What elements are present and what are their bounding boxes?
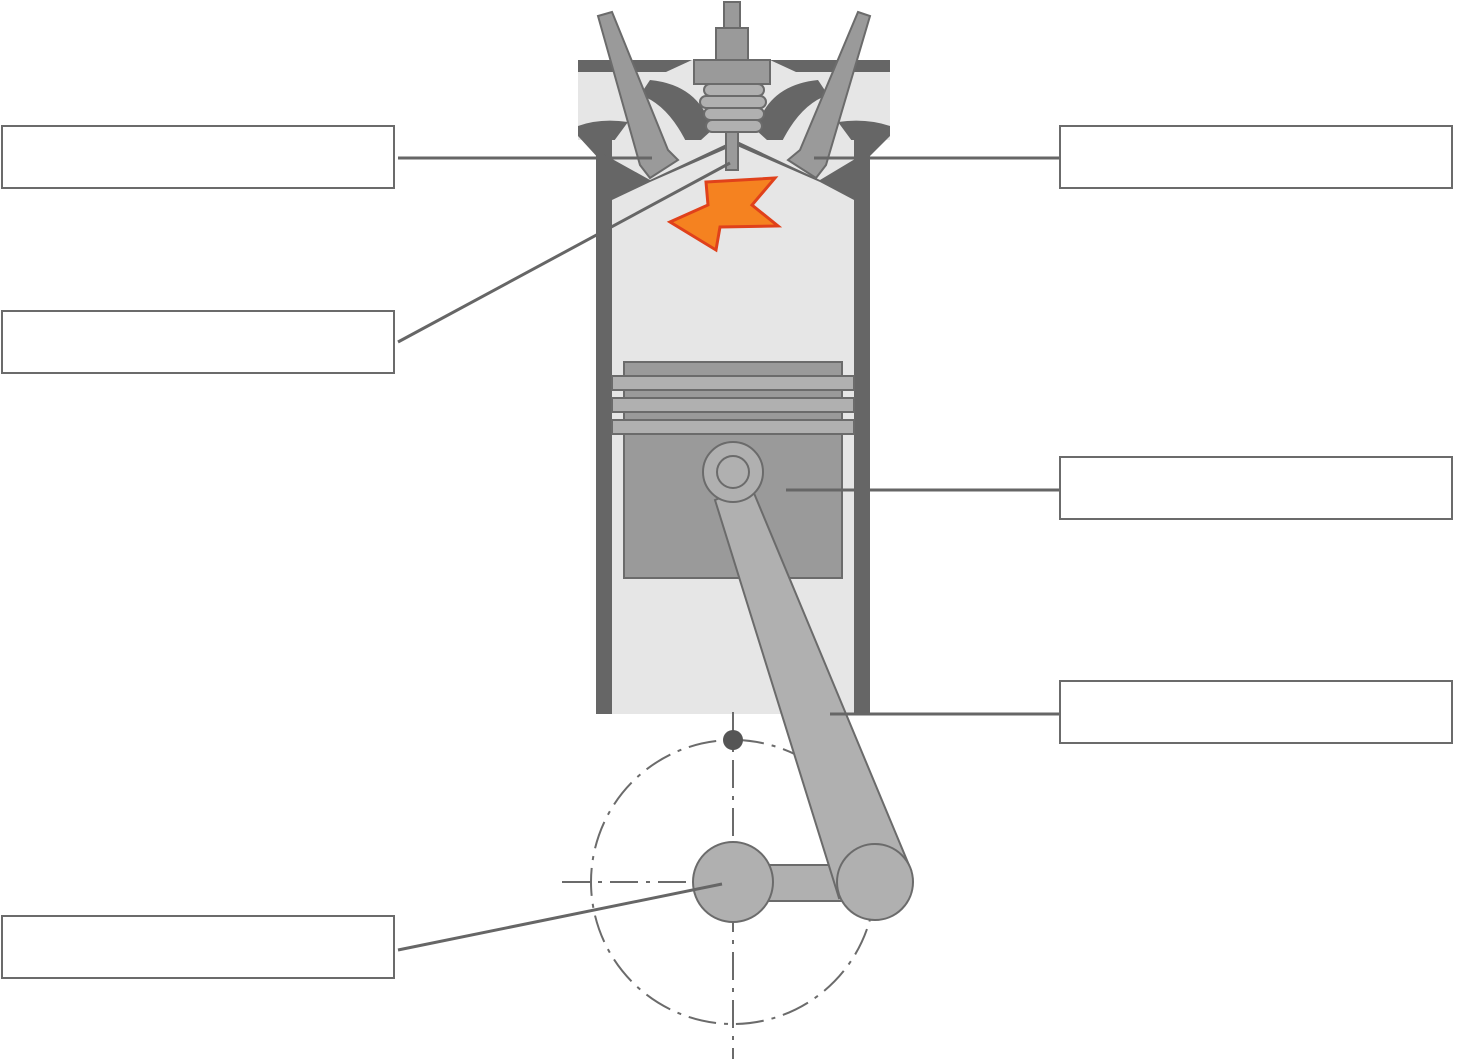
leader-line-spark-plug [397, 161, 731, 344]
label-box-exhaust-valve[interactable] [1059, 125, 1453, 189]
label-box-piston[interactable] [1059, 456, 1453, 520]
label-box-intake-valve[interactable] [1, 125, 395, 189]
label-box-connecting-rod[interactable] [1059, 680, 1453, 744]
spark-icon [666, 176, 783, 253]
leader-line-crankshaft [397, 882, 723, 952]
spark-plug-graphic [693, 1, 771, 171]
exhaust-valve-graphic [786, 10, 872, 180]
intake-valve-graphic [596, 10, 680, 180]
connecting-rod-graphic [702, 441, 914, 921]
label-box-spark-plug[interactable] [1, 310, 395, 374]
label-box-crankshaft[interactable] [1, 915, 395, 979]
leader-lines [397, 156, 1060, 952]
piston-graphic [611, 361, 855, 579]
